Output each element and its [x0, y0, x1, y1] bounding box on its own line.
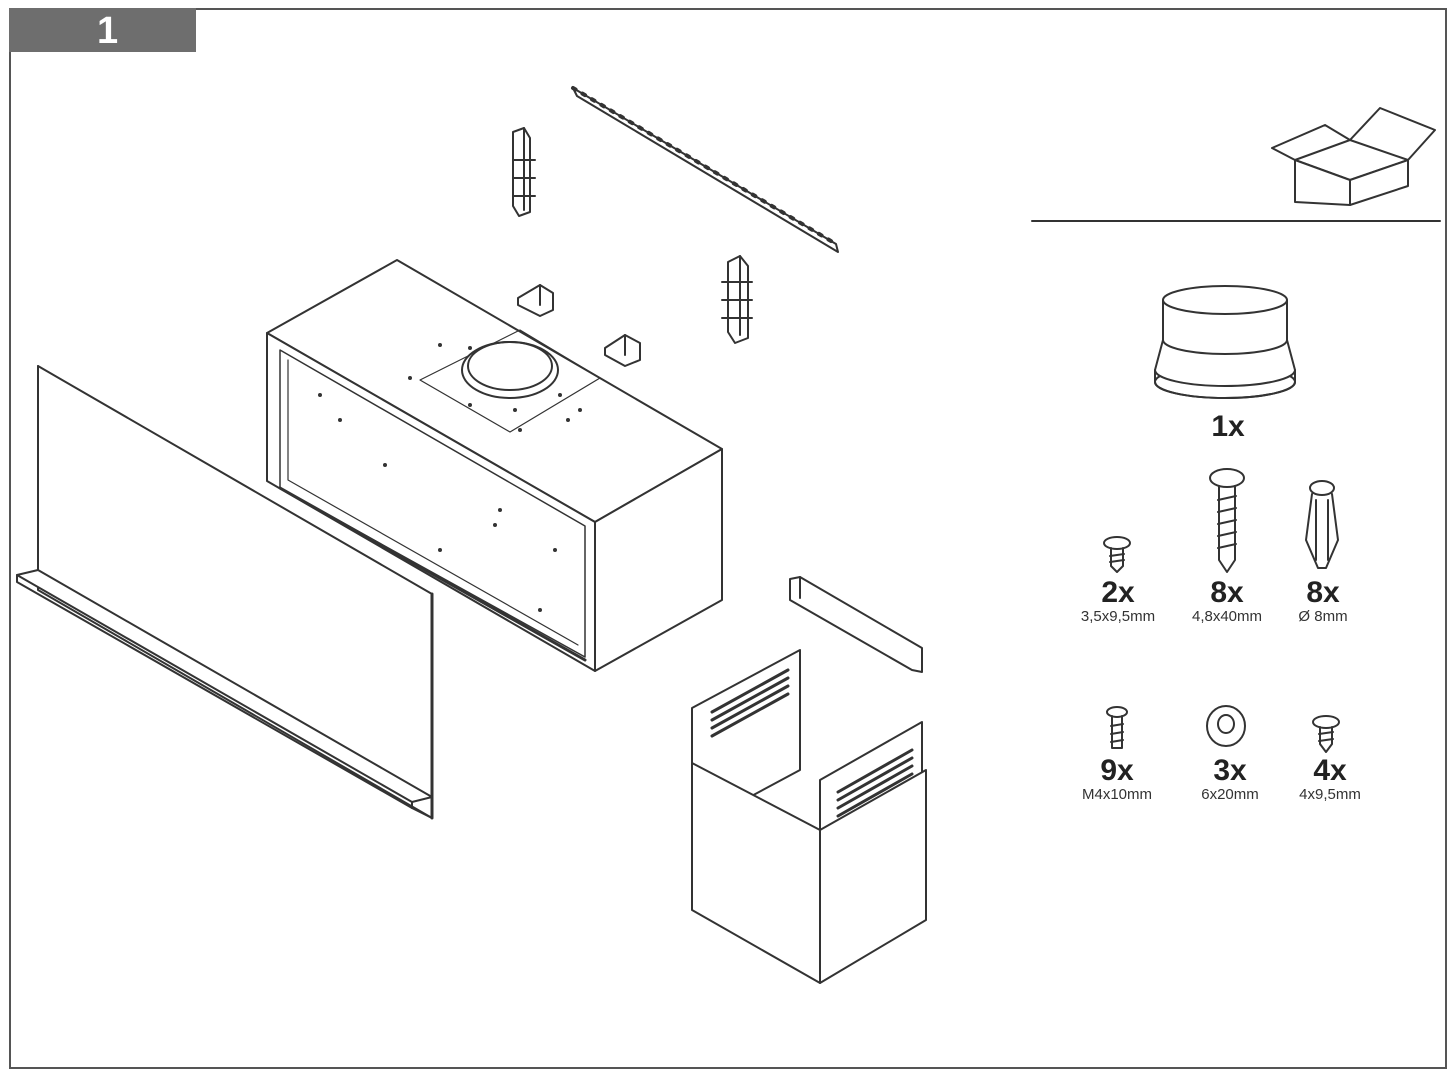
- part-label-dowel: 8x Ø 8mm: [1263, 578, 1383, 626]
- adapter-ring-icon: [1154, 285, 1296, 399]
- hood-body: [266, 259, 723, 672]
- front-panel: [16, 365, 434, 820]
- washer-icon: [1206, 705, 1246, 747]
- part-size: 6x20mm: [1201, 786, 1259, 803]
- part-qty: 8x: [1210, 576, 1244, 609]
- part-label-washer: 3x 6x20mm: [1170, 756, 1290, 804]
- part-label-screw-b: 8x 4,8x40mm: [1167, 578, 1287, 626]
- chimney-bracket: [789, 576, 923, 673]
- hanging-brackets: [512, 127, 753, 344]
- part-size: 4,8x40mm: [1191, 608, 1263, 625]
- part-label-screw-a: 2x 3,5x9,5mm: [1058, 578, 1178, 626]
- screw-a-icon: [1103, 536, 1131, 573]
- screw-c-icon: [1106, 706, 1128, 749]
- part-qty: 1x: [1211, 410, 1245, 443]
- part-size: Ø 8mm: [1298, 608, 1348, 625]
- step-tab: 1: [9, 8, 196, 52]
- part-size: 3,5x9,5mm: [1080, 608, 1156, 625]
- part-size: M4x10mm: [1081, 786, 1152, 803]
- screw-d-icon: [1312, 715, 1340, 753]
- step-number: 1: [97, 10, 119, 52]
- part-qty: 9x: [1100, 754, 1134, 787]
- diagram-frame: [9, 8, 1447, 1069]
- part-qty: 3x: [1213, 754, 1247, 787]
- screw-b-icon: [1209, 468, 1245, 573]
- part-size: 4x9,5mm: [1299, 786, 1361, 803]
- package-box-icon: [1271, 107, 1436, 206]
- part-qty: 4x: [1313, 754, 1347, 787]
- part-qty: 2x: [1101, 576, 1135, 609]
- part-qty: 8x: [1306, 576, 1340, 609]
- wall-plug-icon: [1305, 480, 1339, 569]
- part-label-screw-c: 9x M4x10mm: [1057, 756, 1177, 804]
- chimney-cover: [691, 649, 927, 984]
- wall-rail: [571, 86, 839, 253]
- angle-brackets: [517, 284, 641, 367]
- part-label-screw-d: 4x 4x9,5mm: [1270, 756, 1390, 804]
- part-label-adapter: 1x: [1168, 412, 1288, 442]
